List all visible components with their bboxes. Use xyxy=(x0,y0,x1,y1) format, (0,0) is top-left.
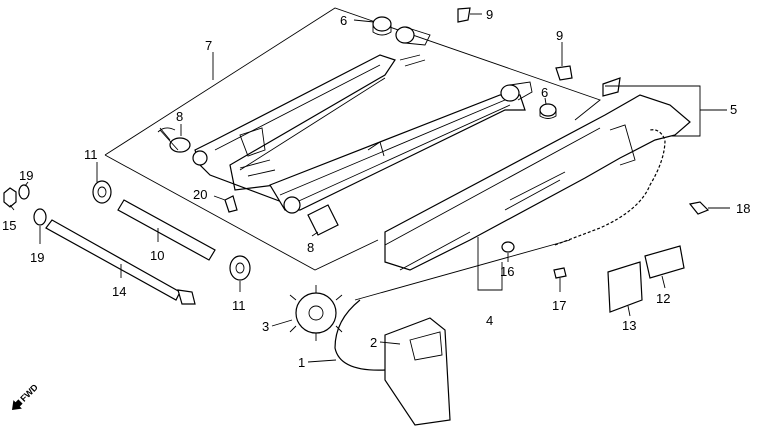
callout-4: 4 xyxy=(486,313,493,328)
callout-12: 12 xyxy=(656,291,670,306)
forward-arrow-icon xyxy=(12,399,23,410)
callout-8-upper: 8 xyxy=(176,109,183,124)
callout-11-lower: 11 xyxy=(232,298,246,313)
assembly-outline xyxy=(104,7,601,271)
chain-guide-clip-upper xyxy=(457,7,471,23)
callout-6-upper: 6 xyxy=(340,13,347,28)
callout-20: 20 xyxy=(193,187,207,202)
pivot-nut xyxy=(3,187,17,208)
callout-17: 17 xyxy=(552,298,566,313)
callout-6-lower: 6 xyxy=(541,85,548,100)
sprocket-cover xyxy=(384,317,451,426)
pivot-bushing-lower xyxy=(539,103,557,119)
callout-3: 3 xyxy=(262,319,269,334)
washer-upper xyxy=(18,184,30,200)
forward-direction-indicator: FWD xyxy=(12,382,40,410)
drive-chain xyxy=(354,129,666,301)
drive-sprocket xyxy=(289,285,343,341)
pivot-boss-lower xyxy=(500,81,533,102)
pivot-bolt xyxy=(45,219,196,305)
callout-15: 15 xyxy=(2,218,16,233)
callout-10: 10 xyxy=(150,248,164,263)
callout-9-upper: 9 xyxy=(486,7,493,22)
callout-labels: 6 9 7 9 5 6 8 11 19 20 15 19 10 18 16 8 … xyxy=(2,7,750,370)
callout-13: 13 xyxy=(622,318,636,333)
callout-19-upper: 19 xyxy=(19,168,33,183)
pivot-bushing-upper xyxy=(372,16,392,36)
caution-label-large xyxy=(607,261,643,313)
callout-16: 16 xyxy=(500,264,514,279)
callout-9-right: 9 xyxy=(556,28,563,43)
grease-fitting xyxy=(224,195,238,213)
cover-gasket xyxy=(334,299,386,371)
pivot-collar-left xyxy=(157,127,191,153)
callout-8-lower: 8 xyxy=(307,240,314,255)
callout-7: 7 xyxy=(205,38,212,53)
callout-2: 2 xyxy=(370,335,377,350)
fastener-bolt xyxy=(688,201,710,215)
washer-lower xyxy=(33,208,47,226)
dust-seal-lower xyxy=(229,255,251,281)
callout-19-lower: 19 xyxy=(30,250,44,265)
caution-label-small xyxy=(644,245,685,279)
callout-5: 5 xyxy=(730,102,737,117)
pivot-boss xyxy=(395,26,431,46)
callout-18: 18 xyxy=(736,201,750,216)
chain-guide-clip-right xyxy=(555,65,573,81)
pivot-sleeve xyxy=(117,199,216,261)
callout-11-upper: 11 xyxy=(84,147,98,162)
dust-seal-upper xyxy=(92,180,112,204)
chain-slider-bolt xyxy=(553,267,567,279)
leader-lines xyxy=(9,13,730,363)
chain-case xyxy=(384,77,691,271)
callout-14: 14 xyxy=(112,284,126,299)
callout-1: 1 xyxy=(298,355,305,370)
case-bolt xyxy=(501,241,515,253)
forward-label: FWD xyxy=(18,382,40,404)
pivot-collar-right xyxy=(307,204,339,236)
